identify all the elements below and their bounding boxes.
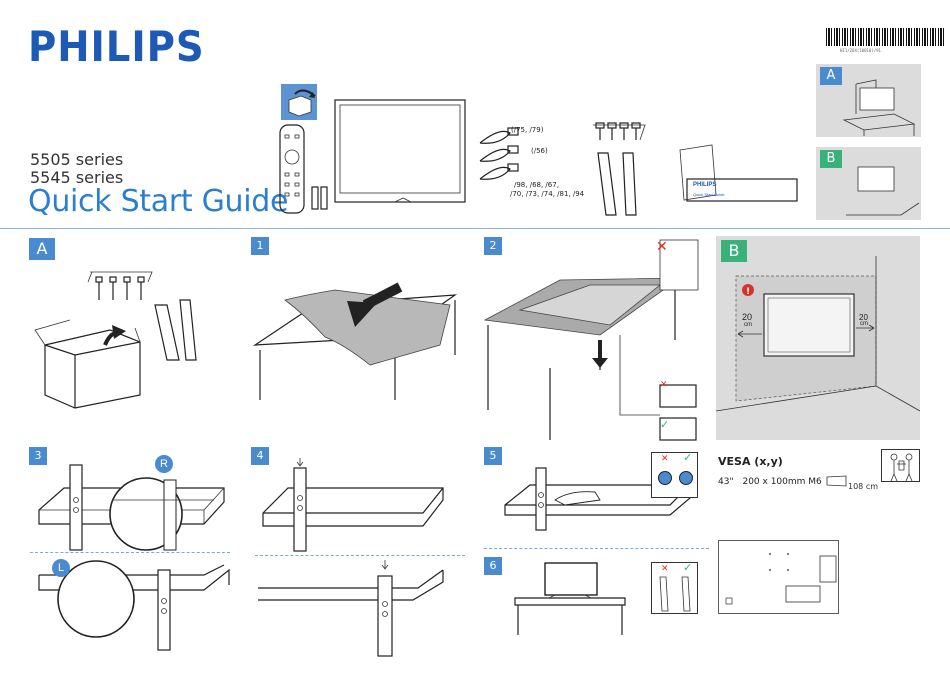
cable-label-2: (/56) [531, 147, 548, 155]
unbox-illustration [34, 271, 197, 409]
cable-label-1: (/75, /79) [511, 126, 544, 134]
left-stand-label: L [52, 559, 70, 577]
step-a-badge: A [29, 238, 55, 260]
step-2-illustration [483, 239, 699, 441]
vesa-back-diagram [718, 540, 839, 614]
vesa-spec: 43" 200 x 100mm M6 [718, 477, 822, 487]
option-b-label: B [820, 150, 842, 168]
clearance-right: 20 [859, 313, 868, 322]
model-series-1: 5505 series [30, 150, 124, 169]
check-icon-stand: ✓ [683, 562, 693, 574]
wall-mount-panel: B ! 20 cm 20 cm [715, 236, 921, 440]
vesa-dimensions: 200 x 100mm M6 [742, 477, 822, 487]
cable-label-3: /98, /68, /67, [514, 181, 559, 189]
brand-logo: PHILIPS [28, 22, 205, 71]
divider-step-4 [255, 555, 465, 556]
step-1-illustration [252, 282, 458, 400]
step-6-badge: 6 [484, 557, 502, 575]
option-a-panel: A [816, 64, 921, 137]
step-4-illustration [262, 458, 444, 552]
cross-icon-screw: ✕ [661, 453, 669, 463]
step-1-badge: 1 [251, 237, 269, 255]
contents-illustration [279, 99, 798, 216]
vesa-title: VESA (x,y) [718, 455, 783, 468]
option-b-panel: B [816, 147, 921, 220]
check-icon-screw: ✓ [683, 452, 693, 464]
vesa-distance: 108 cm [848, 482, 879, 491]
step-4-badge: 4 [251, 447, 269, 465]
step-3-badge: 3 [29, 447, 47, 465]
model-series-2: 5545 series [30, 168, 124, 187]
vesa-size: 43" [718, 477, 734, 487]
two-person-lift-icon [881, 449, 920, 482]
step-6-illustration [514, 562, 626, 635]
clearance-left-unit: cm [744, 322, 752, 328]
step-5-badge: 5 [484, 447, 502, 465]
booklet-brand: PHILIPS [693, 182, 717, 188]
divider-step-5 [484, 548, 709, 549]
page-title: Quick Start Guide [28, 184, 289, 219]
clearance-left: 20 [742, 312, 753, 322]
open-box-icon [281, 84, 317, 120]
step-3-left-illustration [38, 560, 230, 651]
booklet-title: Quick Start Guide [693, 192, 725, 197]
step-2-badge: 2 [484, 237, 502, 255]
barcode-text: HI1/26X(10010)/91 [840, 48, 881, 53]
cable-label-4: /70, /73, /74, /81, /94 [510, 190, 585, 198]
barcode [826, 28, 944, 46]
cross-icon: ✕ [656, 238, 668, 254]
cross-icon-small: ✕ [660, 379, 668, 389]
clearance-right-unit: cm [860, 321, 868, 327]
screw-wrong-icon [658, 471, 672, 485]
section-divider [0, 228, 950, 229]
step-4-second-illustration [258, 560, 444, 657]
cross-icon-stand: ✕ [661, 563, 669, 573]
option-a-label: A [820, 67, 842, 85]
right-stand-label: R [155, 455, 173, 473]
screw-correct-icon [679, 471, 693, 485]
wall-mount-badge: B [721, 240, 747, 262]
check-icon: ✓ [660, 419, 670, 431]
screw-check-panel: ✕ ✓ [651, 452, 698, 498]
step-5-illustration [504, 467, 691, 531]
svg-text:!: ! [746, 287, 750, 297]
stand-check-panel: ✕ ✓ [651, 562, 698, 614]
divider-step-3 [30, 552, 230, 553]
tv-thin-icon [826, 475, 847, 487]
step-3-illustration [38, 464, 225, 551]
